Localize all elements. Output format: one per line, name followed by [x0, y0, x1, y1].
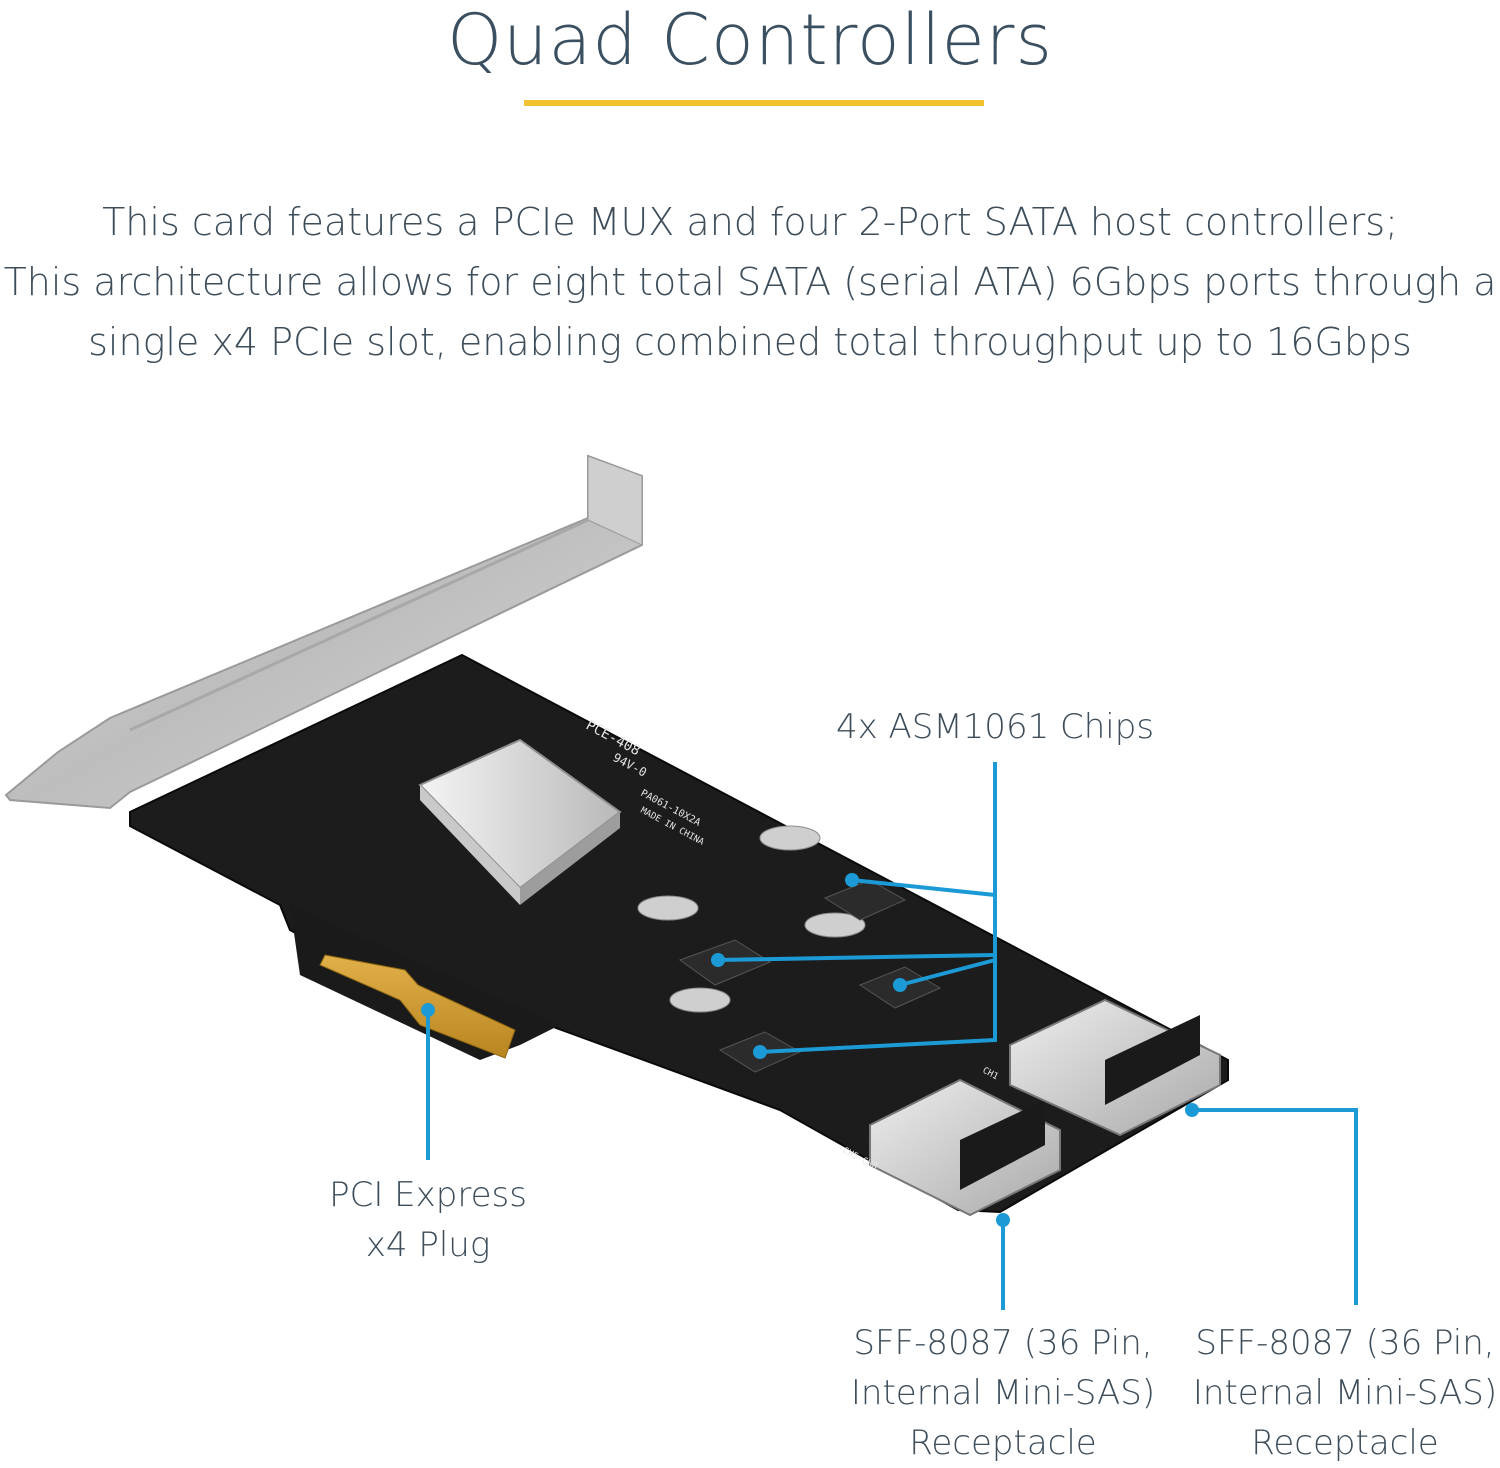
- pcie-gold-contacts: [319, 954, 516, 1059]
- callout-label-port-right: SFF-8087 (36 Pin, Internal Mini-SAS) Rec…: [1192, 1323, 1498, 1463]
- title-underline: [524, 100, 984, 106]
- callout-line-chip-2: [717, 953, 996, 962]
- description-line-2: This architecture allows for eight total…: [3, 260, 1497, 304]
- callout-line-chips-main: [759, 762, 997, 1054]
- metal-bracket: [4, 454, 643, 810]
- callout-label-port-left: SFF-8087 (36 Pin, Internal Mini-SAS) Rec…: [850, 1323, 1156, 1463]
- description: This card features a PCIe MUX and four 2…: [0, 192, 1500, 372]
- callout-line-chip-1: [851, 878, 996, 897]
- description-line-1: This card features a PCIe MUX and four 2…: [102, 200, 1398, 244]
- callout-label-chips: 4x ASM1061 Chips: [835, 707, 1155, 747]
- heatsink: [418, 738, 622, 905]
- callout-label-pcie: PCI Express x4 Plug: [329, 1175, 527, 1265]
- sff-8087-port-right: [1009, 998, 1221, 1137]
- page-title: Quad Controllers: [447, 0, 1053, 81]
- description-line-3: single x4 PCIe slot, enabling combined t…: [88, 320, 1412, 364]
- crystal-oscillators: [637, 825, 866, 1013]
- callout-line-port-right: [1192, 1108, 1358, 1305]
- sff-8087-port-left: [869, 1078, 1061, 1217]
- callout-line-chip-3: [899, 958, 996, 987]
- callout-lines: [426, 762, 1358, 1310]
- callout-dots: [421, 873, 1199, 1227]
